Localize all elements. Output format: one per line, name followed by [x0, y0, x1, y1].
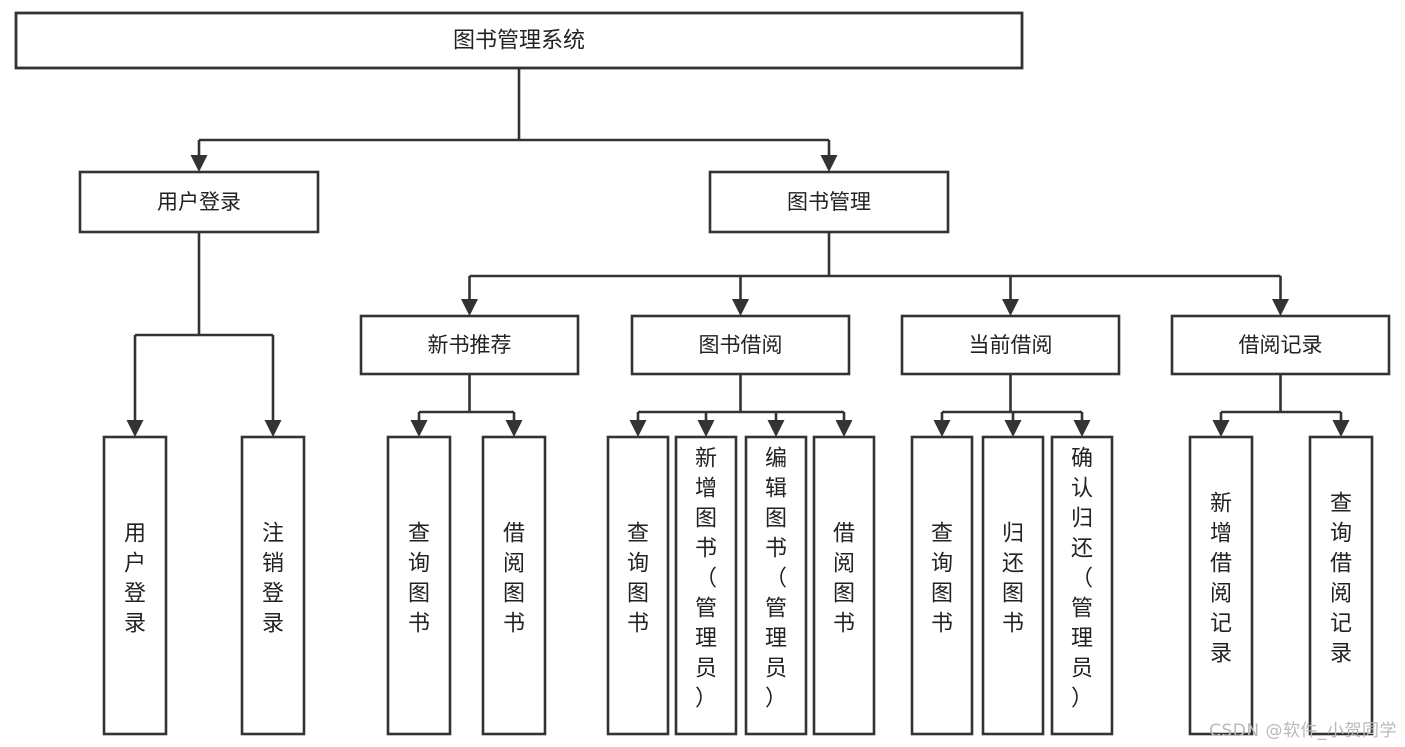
arrow-to-book-borrow	[732, 276, 749, 316]
node-box	[1050, 435, 1114, 736]
arrow-to-leaf-edit-book-admin	[767, 412, 785, 437]
node-box	[1188, 435, 1254, 736]
arrow-to-borrow-record	[1272, 276, 1289, 316]
node-book-manage[interactable]: 图书管理	[708, 170, 950, 234]
node-borrow-record[interactable]: 借阅记录	[1170, 314, 1391, 376]
node-label: 查询借阅记录	[1330, 492, 1352, 667]
node-label: 确认归还（管理员）	[1071, 447, 1093, 712]
node-leaf-add-borrow-record[interactable]: 新增借阅记录	[1188, 435, 1254, 736]
node-box	[240, 435, 306, 736]
node-label: 新增借阅记录	[1210, 492, 1232, 667]
node-label: 用户登录	[157, 190, 241, 214]
node-label: 图书管理系统	[453, 29, 585, 54]
node-box	[812, 435, 876, 736]
arrow-to-leaf-query-book	[629, 412, 647, 437]
node-box	[1308, 435, 1374, 736]
node-box	[674, 435, 738, 736]
node-label: 借阅记录	[1239, 333, 1323, 357]
node-leaf-query-book[interactable]: 查询图书	[606, 435, 670, 736]
node-box	[1170, 314, 1391, 376]
arrow-to-leaf-return-book	[1004, 412, 1022, 437]
node-box	[78, 170, 320, 234]
node-root[interactable]: 图书管理系统	[14, 11, 1024, 70]
node-current-borrow[interactable]: 当前借阅	[900, 314, 1121, 376]
arrow-to-leaf-borrow-book-new	[505, 412, 523, 437]
node-label: 图书管理	[787, 190, 871, 214]
arrow-to-leaf-query-borrow-record	[1332, 412, 1350, 437]
arrow-to-leaf-logout	[264, 335, 282, 437]
arrow-to-user-login	[190, 140, 208, 172]
watermark-text: CSDN @软件_小贺同学	[1209, 721, 1397, 741]
arrow-to-leaf-confirm-return-admin	[1073, 412, 1091, 437]
node-box	[744, 435, 808, 736]
node-leaf-return-book[interactable]: 归还图书	[981, 435, 1045, 736]
node-leaf-query-borrow-record[interactable]: 查询借阅记录	[1308, 435, 1374, 736]
arrow-to-new-book-recommend	[461, 276, 478, 316]
node-book-borrow[interactable]: 图书借阅	[630, 314, 851, 376]
node-label: 借阅图书	[833, 522, 855, 637]
node-label: 新增图书（管理员）	[695, 447, 717, 712]
node-label: 借阅图书	[503, 522, 525, 637]
node-label: 查询图书	[627, 522, 649, 637]
node-box	[910, 435, 974, 736]
connectors-layer	[126, 68, 1350, 437]
node-label: 查询图书	[931, 522, 953, 637]
node-box	[359, 314, 580, 376]
node-new-book-recommend[interactable]: 新书推荐	[359, 314, 580, 376]
node-label: 新书推荐	[428, 333, 512, 357]
node-label: 归还图书	[1002, 522, 1024, 637]
node-leaf-add-book-admin[interactable]: 新增图书（管理员）	[674, 435, 738, 736]
node-leaf-edit-book-admin[interactable]: 编辑图书（管理员）	[744, 435, 808, 736]
node-leaf-user-login[interactable]: 用户登录	[102, 435, 168, 736]
node-label: 图书借阅	[699, 333, 783, 357]
node-box	[606, 435, 670, 736]
arrow-to-leaf-borrow-book	[835, 412, 853, 437]
node-box	[386, 435, 452, 736]
arrow-to-leaf-add-book-admin	[697, 412, 715, 437]
arrow-to-current-borrow	[1002, 276, 1019, 316]
node-label: 编辑图书（管理员）	[765, 447, 787, 712]
node-label: 用户登录	[124, 522, 146, 637]
boxes-layer: 图书管理系统用户登录图书管理新书推荐图书借阅当前借阅借阅记录用户登录注销登录查询…	[14, 11, 1391, 736]
node-box	[630, 314, 851, 376]
node-leaf-borrow-book[interactable]: 借阅图书	[812, 435, 876, 736]
node-leaf-query-book-new[interactable]: 查询图书	[386, 435, 452, 736]
node-box	[481, 435, 547, 736]
node-box	[14, 11, 1024, 70]
node-box	[981, 435, 1045, 736]
arrow-to-leaf-add-borrow-record	[1212, 412, 1230, 437]
arrow-to-leaf-query-book-new	[410, 412, 428, 437]
node-label: 查询图书	[408, 522, 430, 637]
node-box	[900, 314, 1121, 376]
node-leaf-logout[interactable]: 注销登录	[240, 435, 306, 736]
node-box	[708, 170, 950, 234]
arrow-to-book-manage	[820, 140, 838, 172]
node-label: 当前借阅	[969, 333, 1053, 357]
node-label: 注销登录	[262, 522, 284, 637]
node-leaf-borrow-book-new[interactable]: 借阅图书	[481, 435, 547, 736]
node-leaf-confirm-return-admin[interactable]: 确认归还（管理员）	[1050, 435, 1114, 736]
node-leaf-query-book-cur[interactable]: 查询图书	[910, 435, 974, 736]
arrow-to-leaf-user-login	[126, 335, 144, 437]
node-box	[102, 435, 168, 736]
node-user-login[interactable]: 用户登录	[78, 170, 320, 234]
arrow-to-leaf-query-book-cur	[933, 412, 951, 437]
